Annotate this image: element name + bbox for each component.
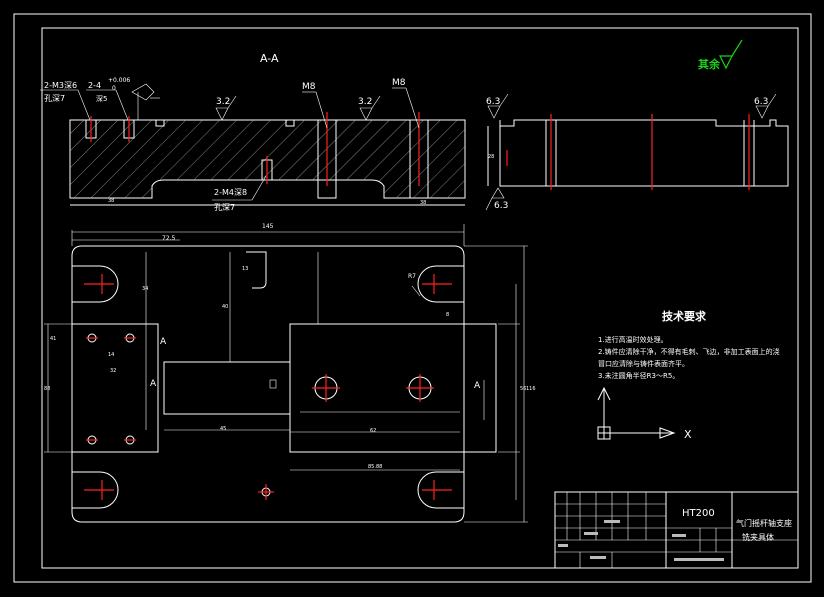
dim-41: 41 (50, 336, 56, 342)
tech-line-3: 冒口应清除与铸件表面齐平。 (598, 359, 689, 368)
dim-40: 40 (222, 304, 228, 310)
svg-text:3.2: 3.2 (216, 97, 230, 107)
section-mark-left: A (160, 337, 167, 347)
side-roughness-3: 6.3 (485, 187, 508, 211)
dim-radius: R7 (408, 273, 416, 280)
tolerance-upper: +0.006 (108, 77, 130, 84)
dim-total-width: 145 (262, 223, 274, 230)
note-m4: 2-M4深8 (214, 188, 247, 197)
dim-62: 62 (370, 428, 376, 434)
tech-title: 技术要求 (662, 309, 707, 323)
svg-text:其余: 其余 (698, 57, 721, 71)
section-view (69, 112, 466, 206)
section-mark-right: A (474, 381, 481, 391)
tech-line-1: 1.进行高温时效处理。 (598, 335, 668, 344)
title-block: HT200 气门摇杆轴支座 铣夹具体 (554, 491, 799, 569)
svg-text:6.3: 6.3 (494, 201, 508, 211)
dim-56: 56 (520, 386, 526, 392)
section-title: A-A (260, 52, 279, 65)
dim-8: 8 (446, 312, 449, 318)
section-mark-left-2: A (150, 379, 157, 389)
side-dim: 28 (488, 154, 494, 160)
tolerance-lower: 0 (112, 85, 116, 92)
outer-frame (13, 13, 812, 583)
note-hole-depth: 深5 (96, 94, 107, 103)
note-m3: 2-M3深6 (44, 81, 77, 90)
svg-text:6.3: 6.3 (486, 97, 500, 107)
dim-left-width: 72.5 (162, 235, 176, 242)
ucs-icon: X (597, 386, 692, 441)
dim-32: 32 (110, 368, 116, 374)
note-m4-depth: 孔深7 (214, 203, 235, 212)
dim-88: 88 (44, 386, 50, 392)
thread-label-1: M8 (302, 82, 316, 92)
feature-control-frame (131, 83, 160, 120)
material-label: HT200 (682, 508, 715, 519)
ucs-x-label: X (684, 428, 692, 441)
dim-13: 13 (242, 266, 248, 272)
note-m3-depth: 孔深7 (44, 94, 65, 103)
part-name-line2: 铣夹具体 (742, 532, 774, 542)
svg-text:6.3: 6.3 (754, 97, 768, 107)
plan-view (44, 224, 528, 523)
side-roughness-2: 6.3 (754, 93, 777, 119)
side-view (487, 114, 789, 190)
dim-45: 45 (220, 426, 226, 432)
dim-14: 14 (108, 352, 114, 358)
roughness-symbol-1: 3.2 (215, 95, 237, 121)
dim-bottom: 85.88 (368, 464, 382, 470)
section-dim-left: 38 (108, 198, 114, 204)
svg-text:3.2: 3.2 (358, 97, 372, 107)
section-dim-right: 38 (420, 200, 426, 206)
tech-line-2: 2.铸件应清除干净，不得有毛刺、飞边，非加工表面上的浇 (598, 347, 780, 356)
tech-line-4: 3.未注圆角半径R3～R5。 (598, 371, 679, 380)
note-hole: 2-4 (88, 81, 101, 90)
dim-34: 34 (142, 286, 148, 292)
general-roughness-mark: 其余 (698, 39, 743, 71)
side-roughness-1: 6.3 (486, 93, 509, 119)
thread-label-2: M8 (392, 78, 406, 88)
part-name-line1: 气门摇杆轴支座 (736, 518, 792, 528)
inner-frame (41, 27, 799, 569)
roughness-symbol-2: 3.2 (358, 95, 381, 121)
dim-116: 116 (526, 386, 536, 392)
